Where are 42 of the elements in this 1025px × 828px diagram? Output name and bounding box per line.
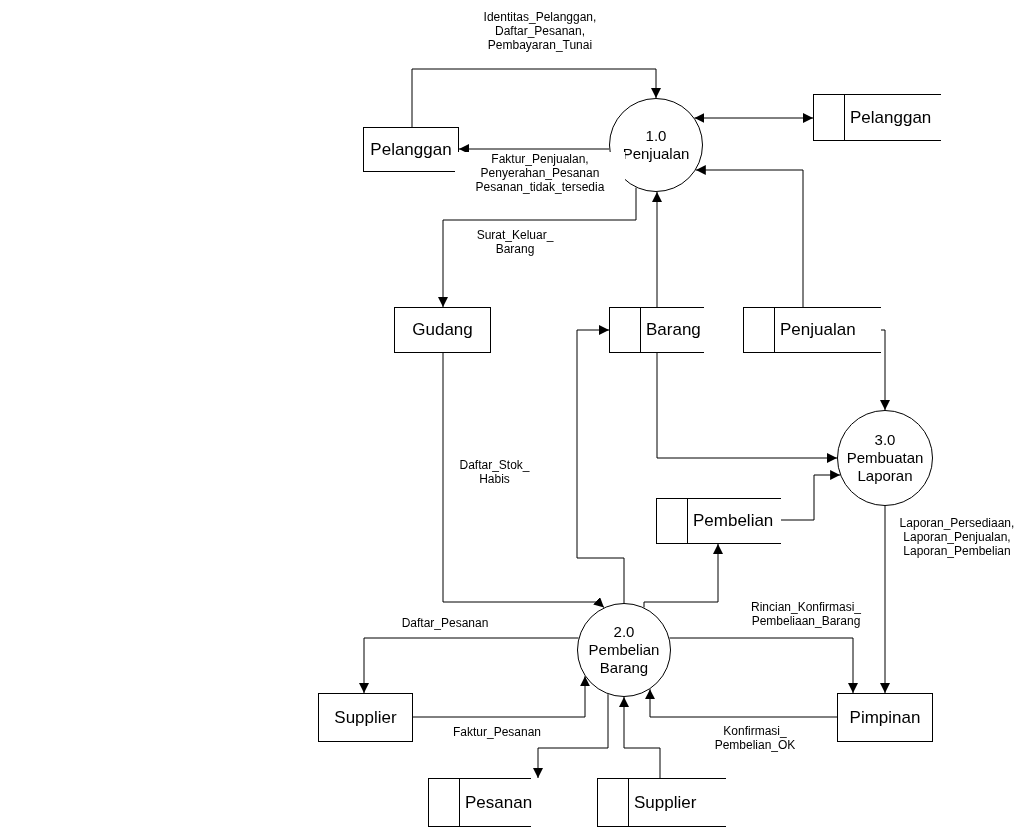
node-label: Pesanan <box>465 792 529 813</box>
flow-arrow <box>359 637 580 694</box>
node-label: Pelanggan <box>370 139 452 160</box>
node-label: Supplier <box>334 707 397 728</box>
node-label: Barang <box>646 320 702 340</box>
flow-arrow <box>880 505 890 694</box>
node-label: Pembelian <box>693 511 775 531</box>
flow-arrow <box>533 693 609 779</box>
flow-arrow <box>458 144 610 154</box>
data-store <box>743 307 881 353</box>
node-label: Supplier <box>634 792 698 813</box>
flow-arrow <box>643 543 723 608</box>
entity-box <box>318 693 413 742</box>
flow-arrow <box>656 352 838 463</box>
flow-arrow <box>438 187 637 308</box>
flow-arrow <box>668 637 858 694</box>
entity-box <box>363 127 459 172</box>
flow-arrow <box>576 325 625 604</box>
process-label: 2.0 Pembelian Barang <box>587 623 661 677</box>
flow-arrow <box>442 352 605 608</box>
data-store <box>656 498 781 544</box>
node-label: Penjualan <box>780 320 857 340</box>
node-label: Pelanggan <box>850 107 933 128</box>
edge-label: Faktur_Penjualan, Penyerahan_Pesanan Pesanan_tidak_tersedia <box>455 152 625 194</box>
entity-box <box>394 307 491 353</box>
flow-arrow <box>652 191 662 308</box>
flow-arrow <box>695 165 804 308</box>
flow-arrow <box>645 688 838 718</box>
flow-arrow <box>412 675 590 718</box>
data-store <box>813 94 941 141</box>
data-store <box>597 778 726 827</box>
flow-arrow <box>880 329 890 411</box>
process-label: 3.0 Pembuatan Laporan <box>845 431 925 485</box>
flow-arrow <box>619 696 661 779</box>
flow-arrow <box>693 113 814 123</box>
flow-arrow <box>411 68 661 128</box>
flow-arrow <box>780 470 841 521</box>
entity-box <box>837 693 933 742</box>
node-label: Pimpinan <box>849 707 921 728</box>
data-store <box>428 778 531 827</box>
data-store <box>609 307 704 353</box>
node-label: Gudang <box>412 320 473 340</box>
